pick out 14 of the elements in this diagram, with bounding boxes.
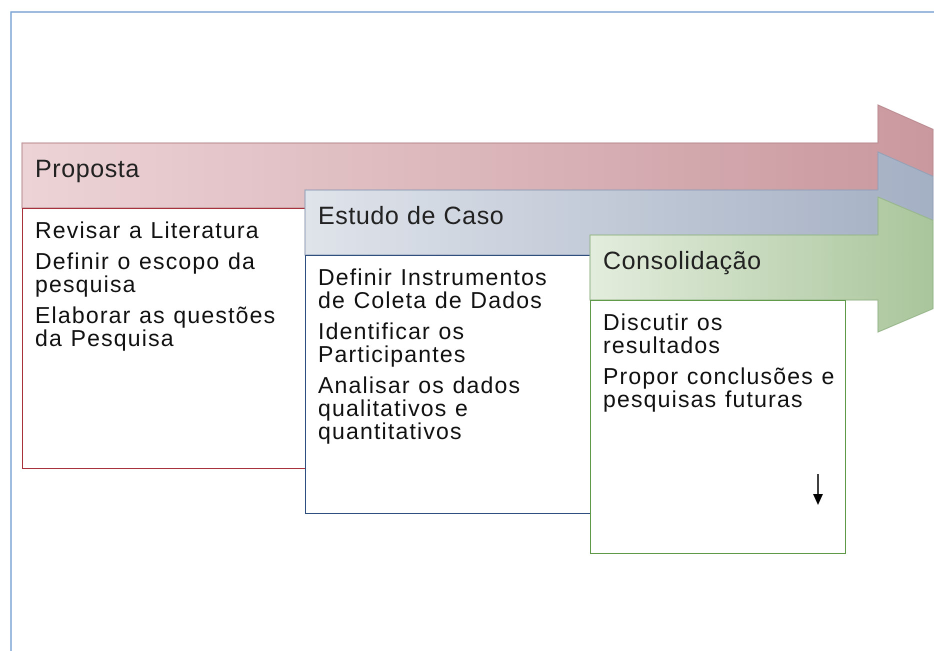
- task-box: [590, 300, 846, 554]
- task-text: Propor conclusões e pesquisas futuras: [603, 365, 836, 411]
- task-text: Revisar a Literatura: [35, 219, 261, 242]
- task-box: [22, 208, 306, 469]
- task-text: Definir o escopo da pesquisa: [35, 250, 257, 296]
- task-text: Discutir os resultados: [603, 311, 725, 357]
- task-box: [305, 255, 591, 514]
- phase-title: Estudo de Caso: [318, 202, 504, 231]
- task-text: Analisar os dados qualitativos e quantitativos: [318, 374, 522, 443]
- task-text: Elaborar as questões da Pesquisa: [35, 304, 278, 350]
- phase-title: Proposta: [35, 155, 140, 184]
- task-text: Identificar os Participantes: [318, 320, 468, 366]
- task-text: Definir Instrumentos de Coleta de Dados: [318, 266, 549, 312]
- phase-title: Consolidação: [603, 247, 762, 276]
